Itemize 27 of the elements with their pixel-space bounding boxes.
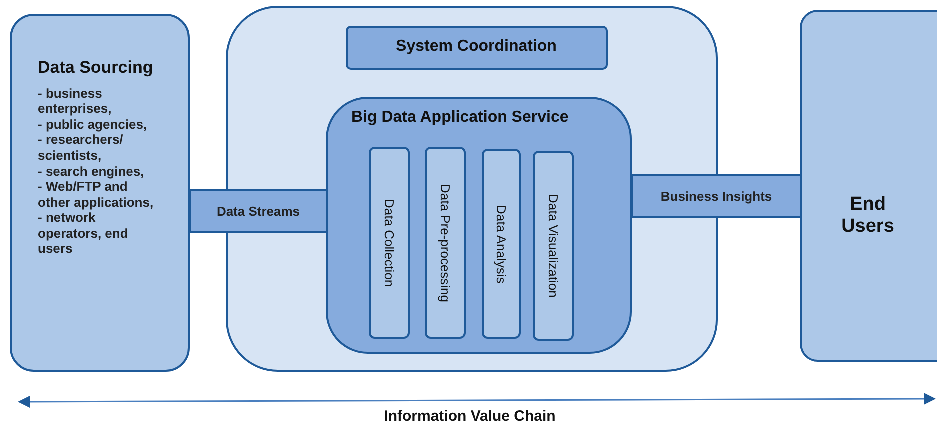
heading: Big Data Application Service xyxy=(352,108,569,127)
list-item: - search engines, xyxy=(38,164,146,180)
list-item: - researchers/ scientists, xyxy=(38,132,124,164)
heading: Data Sourcing xyxy=(38,58,154,78)
band-label: Data Streams xyxy=(216,204,300,218)
service-panel xyxy=(326,96,632,354)
step-label: Data Visualization xyxy=(546,194,561,298)
step-box xyxy=(369,147,410,339)
list-item: - public agencies, xyxy=(38,116,148,132)
step-box xyxy=(482,149,521,339)
rounded-panel xyxy=(10,14,190,372)
heading: System Coordination xyxy=(396,38,557,57)
list-item: - Web/FTP and other applications, xyxy=(38,179,155,210)
band-label: Business Insights xyxy=(660,188,772,204)
step-label: Data Analysis xyxy=(494,204,509,284)
connector-band xyxy=(189,189,328,233)
step-label: Data Pre-processing xyxy=(438,184,453,302)
heading: End Users xyxy=(840,194,896,238)
step-box xyxy=(425,147,466,339)
axis-caption: Information Value Chain xyxy=(383,408,557,425)
step-box xyxy=(533,151,574,341)
step-label: Data Collection xyxy=(382,198,397,288)
list-item: - business enterprises, xyxy=(38,86,113,117)
process-box xyxy=(346,26,608,70)
rounded-panel xyxy=(800,10,937,362)
connector-band xyxy=(631,174,802,218)
list-item: - network operators, end users xyxy=(38,210,130,258)
